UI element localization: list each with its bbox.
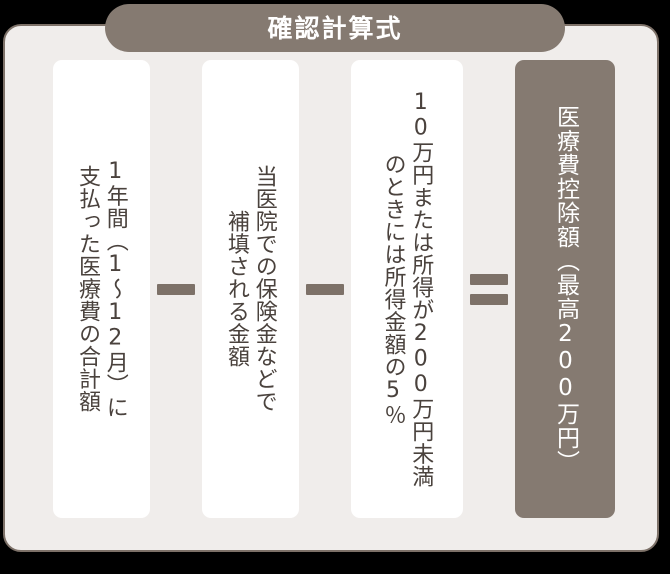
page-title: 確認計算式 (267, 13, 403, 43)
operator-equals (463, 60, 515, 518)
minus-icon (305, 283, 344, 295)
term-label-total-medical-expenses: 1年間（1〜12月）に 支払った医療費の合計額 (75, 159, 128, 419)
term-box-reimbursed-amount: 当医院での保険金などで 補填される金額 (201, 60, 299, 518)
term-label-reimbursed-amount: 当医院での保険金などで 補填される金額 (224, 165, 277, 413)
equals-icon-bar-top (469, 273, 508, 285)
term-box-deduction-result: 医療費控除額（最高200万円） (514, 60, 615, 518)
term-box-threshold-amount: 10万円または所得が200万円未満 のときには所得金額の5％ (350, 60, 463, 518)
operator-minus-2 (299, 60, 351, 518)
term-label-threshold-amount: 10万円または所得が200万円未満 のときには所得金額の5％ (380, 90, 434, 488)
minus-icon (156, 283, 195, 295)
panel-title-pill: 確認計算式 (105, 4, 565, 52)
term-box-total-medical-expenses: 1年間（1〜12月）に 支払った医療費の合計額 (52, 60, 150, 518)
operator-minus-1 (150, 60, 202, 518)
equals-icon-bar-bottom (469, 293, 508, 305)
term-label-deduction-result: 医療費控除額（最高200万円） (552, 104, 579, 474)
formula-row: 1年間（1〜12月）に 支払った医療費の合計額 当医院での保険金などで 補填され… (0, 50, 656, 528)
